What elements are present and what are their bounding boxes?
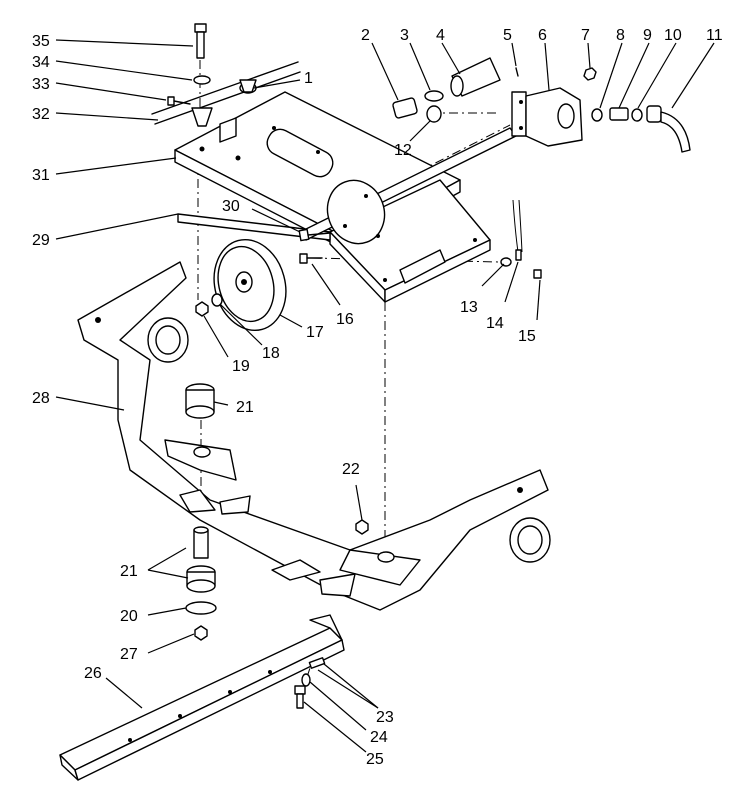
- callout-24: 24: [370, 729, 388, 746]
- callout-7: 7: [581, 27, 590, 44]
- callout-23: 23: [376, 709, 394, 726]
- callout-34: 34: [32, 54, 50, 71]
- bolt-33: [167, 96, 191, 106]
- callout-32: 32: [32, 106, 50, 123]
- callout-9: 9: [643, 27, 652, 44]
- drive-belt: [177, 213, 331, 241]
- callout-20: 20: [120, 608, 138, 625]
- washer-18: [211, 293, 223, 307]
- callout-28: 28: [32, 390, 50, 407]
- callout-17: 17: [306, 324, 324, 341]
- nut-19: [195, 301, 209, 317]
- bolt-16: [299, 253, 323, 264]
- spacer-lower: [193, 526, 209, 559]
- callout-25: 25: [366, 751, 384, 768]
- hose-4: [450, 57, 501, 97]
- callout-6: 6: [538, 27, 547, 44]
- callout-10: 10: [664, 27, 682, 44]
- callout-16: 16: [336, 311, 354, 328]
- main-frame: [77, 261, 551, 611]
- hydraulic-hose: [646, 105, 691, 153]
- callout-15: 15: [518, 328, 536, 345]
- leader-lines: [55, 39, 715, 753]
- callout-8: 8: [616, 27, 625, 44]
- pulley: [213, 238, 287, 332]
- callout-27: 27: [120, 646, 138, 663]
- nut-27: [194, 625, 208, 641]
- callout-3: 3: [400, 27, 409, 44]
- spring-23: [308, 657, 326, 669]
- callout-35: 35: [32, 33, 50, 50]
- nut-7: [583, 67, 597, 81]
- washer-34: [193, 75, 211, 85]
- fitting-9: [609, 107, 629, 121]
- fitting-2: [392, 97, 418, 119]
- skid-rail: [59, 614, 345, 781]
- hose-clamp-3: [424, 90, 444, 102]
- o-ring-12: [426, 105, 442, 123]
- callout-1: 1: [304, 70, 313, 87]
- isolator-mount-lower: [186, 565, 216, 593]
- callout-12: 12: [394, 142, 412, 159]
- washer-24: [301, 673, 311, 687]
- nut-22: [355, 519, 369, 535]
- pump-bracket-plate: [329, 179, 491, 303]
- callout-4: 4: [436, 27, 445, 44]
- callout-33: 33: [32, 76, 50, 93]
- o-ring-8: [591, 108, 603, 122]
- o-ring-10: [631, 108, 643, 122]
- callout-2: 2: [361, 27, 370, 44]
- callout-labels: 35 34 33 32 31 29 30 28 1 2 3 4 5 6 7 8 …: [32, 27, 723, 768]
- callout-26: 26: [84, 665, 102, 682]
- callout-30: 30: [222, 198, 240, 215]
- bolt-35: [194, 23, 207, 59]
- callout-14: 14: [486, 315, 504, 332]
- control-rod: [151, 61, 301, 143]
- bolt-30: [298, 228, 331, 242]
- callout-22: 22: [342, 461, 360, 478]
- callout-18: 18: [262, 345, 280, 362]
- callout-11: 11: [706, 27, 723, 44]
- isolator-mount-upper: [185, 383, 215, 419]
- washer-20: [185, 601, 217, 615]
- callout-13: 13: [460, 299, 478, 316]
- callout-21-lower: 21: [120, 563, 138, 580]
- callout-31: 31: [32, 167, 50, 184]
- callout-19: 19: [232, 358, 250, 375]
- callout-5: 5: [503, 27, 512, 44]
- bolt-25: [294, 685, 306, 709]
- callout-21-upper: 21: [236, 399, 254, 416]
- hydraulic-pump: [511, 67, 583, 147]
- callout-29: 29: [32, 232, 50, 249]
- wire-harness: [500, 199, 542, 279]
